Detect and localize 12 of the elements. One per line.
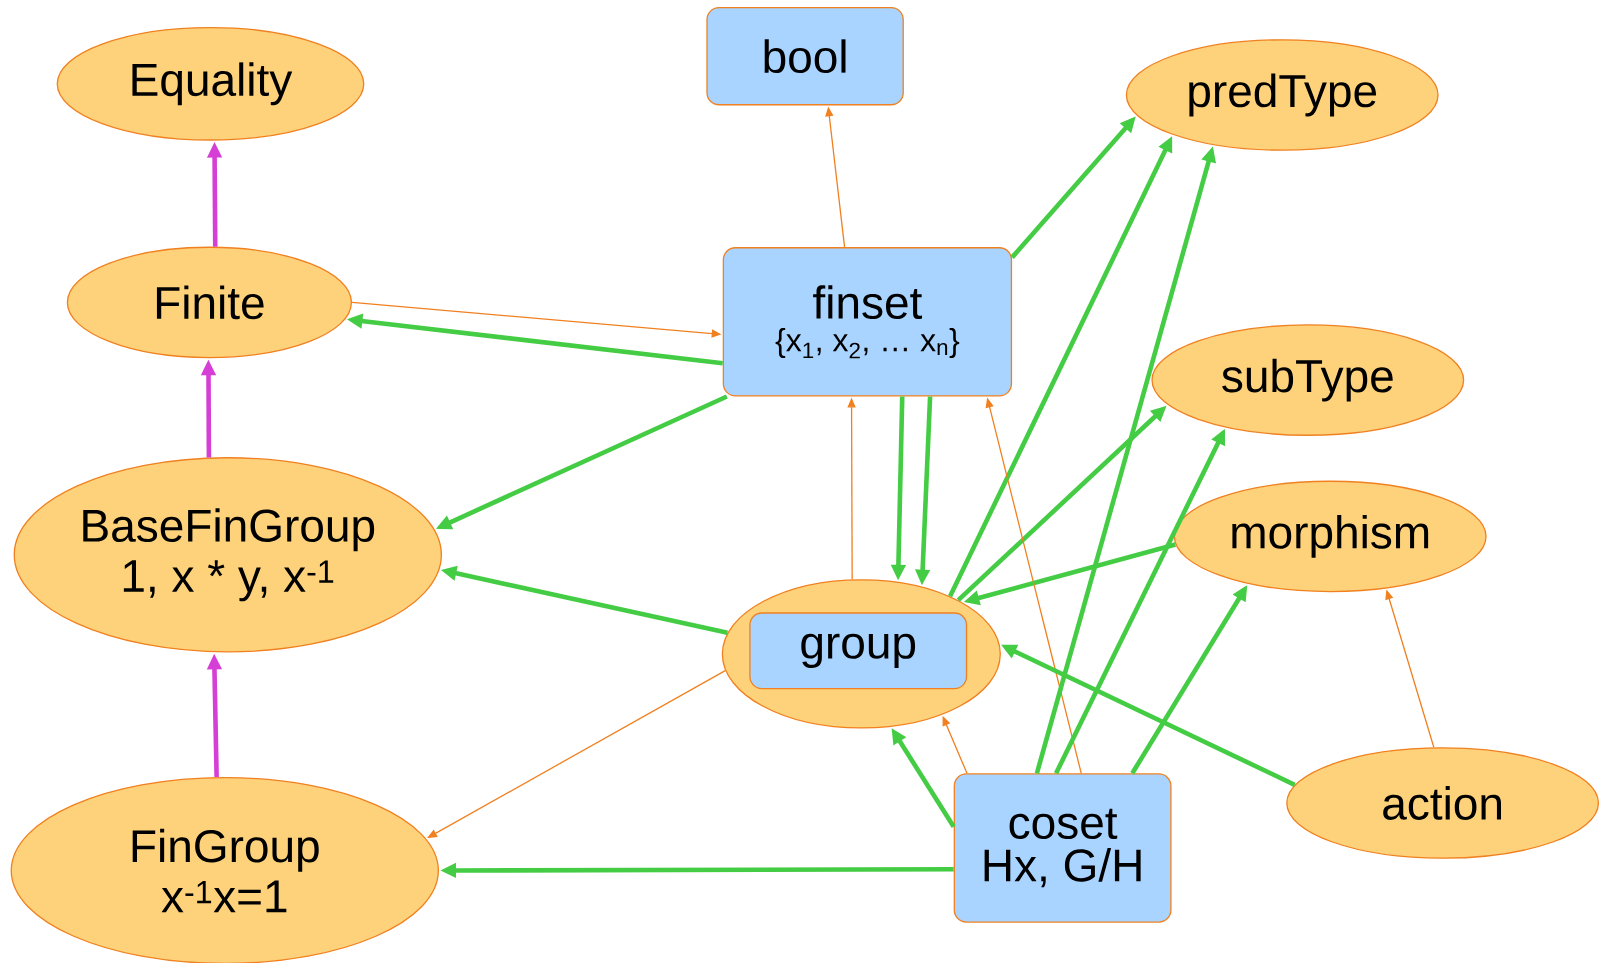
ellipse-node: action bbox=[1286, 747, 1600, 859]
rounded-box: coset Hx, G/H bbox=[953, 773, 1172, 923]
ellipse-node: Equality bbox=[56, 26, 365, 141]
rounded-box: bool bbox=[706, 7, 904, 106]
ellipse-node: subType bbox=[1151, 324, 1465, 436]
ellipse-node: predType bbox=[1125, 39, 1439, 151]
ellipse-node: BaseFinGroup 1, x * y, x$^{-1}$ bbox=[13, 457, 442, 653]
rounded-box: finset {x$_{1}$, x$_{2}$, … x$_{n}$} bbox=[722, 247, 1013, 397]
ellipse-node: morphism bbox=[1173, 480, 1487, 593]
rounded-box: group bbox=[749, 612, 968, 690]
ellipse-node: Finite bbox=[66, 246, 353, 359]
ellipse-node: FinGroup x$^{-1}$x=1 bbox=[10, 776, 439, 963]
